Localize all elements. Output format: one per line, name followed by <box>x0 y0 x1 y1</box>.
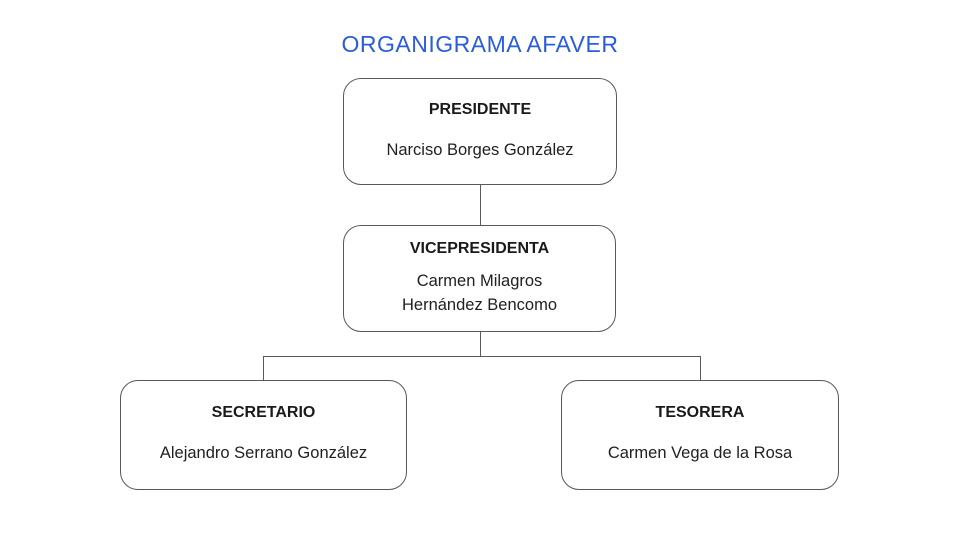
role-label: PRESIDENTE <box>428 100 532 118</box>
org-node-presidente: PRESIDENTE Narciso Borges González <box>343 78 617 185</box>
person-name: Narciso Borges González <box>386 140 574 159</box>
role-label: VICEPRESIDENTA <box>409 240 550 258</box>
org-node-tesorera: TESORERA Carmen Vega de la Rosa <box>561 380 839 490</box>
connector-horizontal-bar <box>263 356 701 357</box>
connector-to-secretario <box>263 356 264 380</box>
person-name: Alejandro Serrano González <box>159 444 368 463</box>
connector-vicepresidenta-drop <box>480 332 481 357</box>
org-node-secretario: SECRETARIO Alejandro Serrano González <box>120 380 407 490</box>
connector-to-tesorera <box>700 356 701 380</box>
connector-presidente-vicepresidenta <box>480 185 481 225</box>
page-title: ORGANIGRAMA AFAVER <box>341 31 619 57</box>
role-label: TESORERA <box>655 404 745 422</box>
person-name: Carmen Vega de la Rosa <box>607 444 793 463</box>
person-name: Carmen Milagros Hernández Bencomo <box>401 272 557 314</box>
role-label: SECRETARIO <box>211 404 316 422</box>
org-node-vicepresidenta: VICEPRESIDENTA Carmen Milagros Hernández… <box>343 225 616 332</box>
